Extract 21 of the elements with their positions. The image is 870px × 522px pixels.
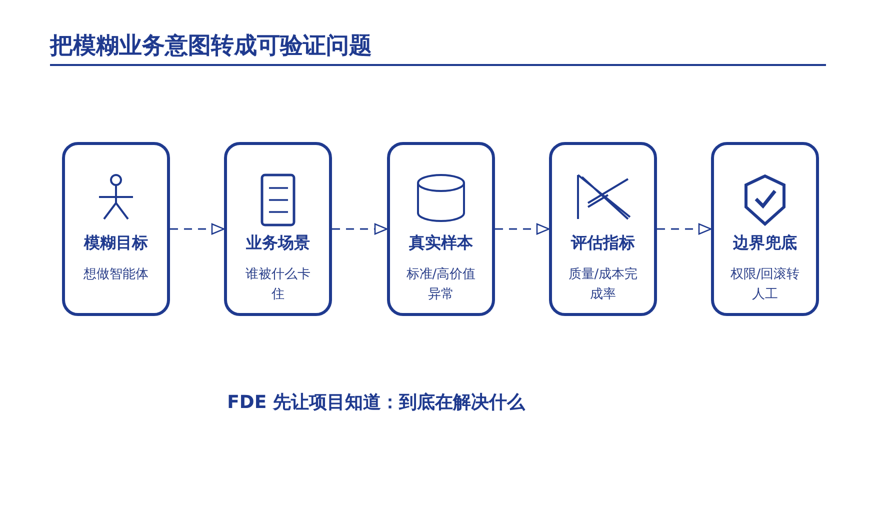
dashed-arrow <box>657 223 712 235</box>
step-description: 权限/回滚转人工 <box>729 266 801 304</box>
title: 把模糊业务意图转成可验证问题 <box>50 32 372 61</box>
step-description: 谁被什么卡住 <box>244 266 312 304</box>
step-card <box>711 142 819 316</box>
dashed-arrow <box>495 223 550 235</box>
step-description: 想做智能体 <box>82 266 150 284</box>
dashed-arrow <box>170 223 225 235</box>
step-title: 边界兜底 <box>732 233 798 254</box>
step-card <box>387 142 495 316</box>
step-description: 质量/成本完成率 <box>567 266 639 304</box>
step-card <box>549 142 657 316</box>
step-card <box>62 142 170 316</box>
step-description: 标准/高价值异常 <box>405 266 477 304</box>
dashed-arrow <box>332 223 388 235</box>
step-title: 业务场景 <box>245 233 311 254</box>
step-title: 评估指标 <box>570 233 636 254</box>
step-card <box>224 142 332 316</box>
step-title: 模糊目标 <box>82 233 149 254</box>
summary-note: FDE 先让项目知道：到底在解决什么 <box>226 391 526 414</box>
step-title: 真实样本 <box>408 233 474 254</box>
